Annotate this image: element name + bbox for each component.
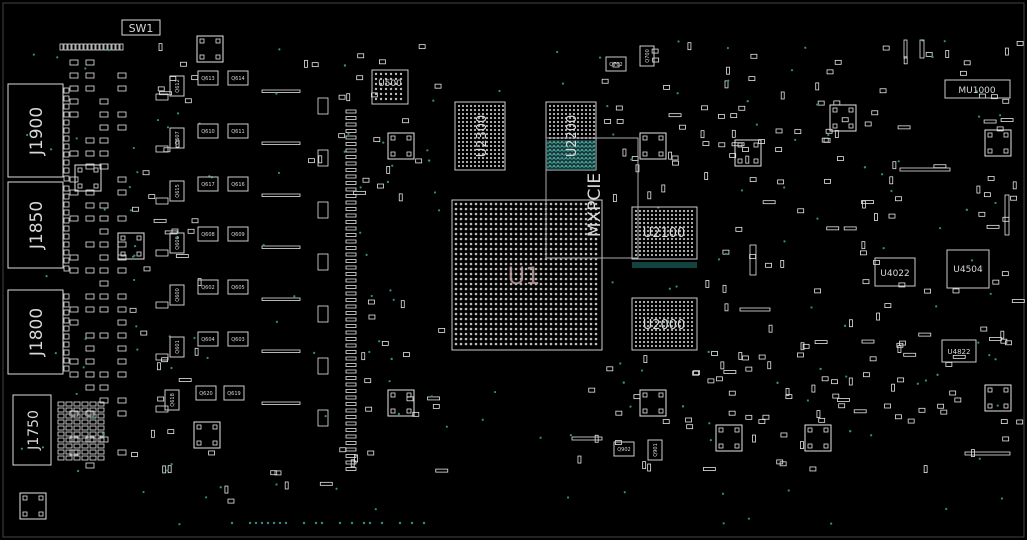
q601-label: Q601 (175, 340, 181, 353)
q602-label: Q602 (201, 285, 214, 291)
q606-label: Q606 (175, 236, 181, 249)
q620-label: Q620 (199, 391, 212, 397)
u2000-label: U2000 (643, 318, 686, 333)
chip-u4022: U4022 (874, 257, 916, 287)
j1850-label: J1850 (27, 201, 47, 250)
mxpcie-outline: MXPCIE (545, 137, 639, 259)
j1900-label: J1900 (27, 107, 47, 156)
component-footprints (19, 35, 1025, 526)
u1-label: U1 (508, 262, 541, 290)
q702-label: Q702 (609, 62, 622, 68)
q700-label: Q700 (645, 49, 651, 62)
q615-label: Q615 (175, 184, 181, 197)
chip-u2300: U2300 (454, 101, 506, 171)
j1750-label: J1750 (26, 410, 42, 451)
connector-j1850: J1850 (7, 181, 64, 269)
u2200-label: U2200 (565, 115, 580, 158)
q617-label: Q617 (201, 182, 214, 188)
connector-j1900: J1900 (7, 83, 64, 178)
q612-label: Q612 (175, 79, 181, 92)
u4504-label: U4504 (953, 265, 983, 275)
chip-u2000: U2000 (631, 297, 698, 351)
q600-label: Q600 (175, 288, 181, 301)
mu1000-label: MU1000 (958, 86, 996, 96)
chip-u4822: U4822 (941, 339, 977, 363)
chip-u4504: U4504 (946, 249, 990, 289)
q618-label: Q618 (170, 393, 176, 406)
chip-u2200: U2200 (545, 101, 597, 171)
u4822-label: U4822 (948, 348, 971, 356)
chip-mu1000: MU1000 (944, 79, 1011, 99)
u2100-label: U2100 (643, 226, 686, 241)
j1800-label: J1800 (27, 308, 47, 357)
q613-label: Q613 (201, 76, 214, 82)
mxpcie-label: MXPCIE (585, 173, 605, 237)
connector-j1750: J1750 (12, 394, 52, 466)
q607-label: Q607 (175, 131, 181, 144)
q901-label: Q901 (653, 443, 659, 456)
q614-label: Q614 (231, 76, 244, 82)
q609-label: Q609 (231, 232, 244, 238)
q603-label: Q603 (231, 337, 244, 343)
connector-j1800: J1800 (7, 289, 64, 375)
q616-label: Q616 (231, 182, 244, 188)
q605-label: Q605 (231, 285, 244, 291)
u2300-label: U2300 (475, 115, 490, 158)
q619-label: Q619 (227, 391, 240, 397)
sw1-label: SW1 (129, 22, 154, 35)
chip-u1: U1 (451, 199, 603, 351)
transistor-labels: Q613 Q614 Q610 Q611 Q617 Q616 Q608 Q609 … (164, 45, 663, 461)
switch-sw1: SW1 (121, 19, 161, 36)
q610-label: Q610 (201, 129, 214, 135)
u4022-label: U4022 (880, 269, 910, 279)
q902-label: Q902 (617, 447, 630, 453)
q604-label: Q604 (201, 337, 214, 343)
chip-u500: U500 (371, 69, 409, 105)
q608-label: Q608 (201, 232, 214, 238)
q611-label: Q611 (231, 129, 244, 135)
chip-u2100: U2100 (631, 206, 698, 268)
u500-label: U500 (378, 79, 402, 89)
